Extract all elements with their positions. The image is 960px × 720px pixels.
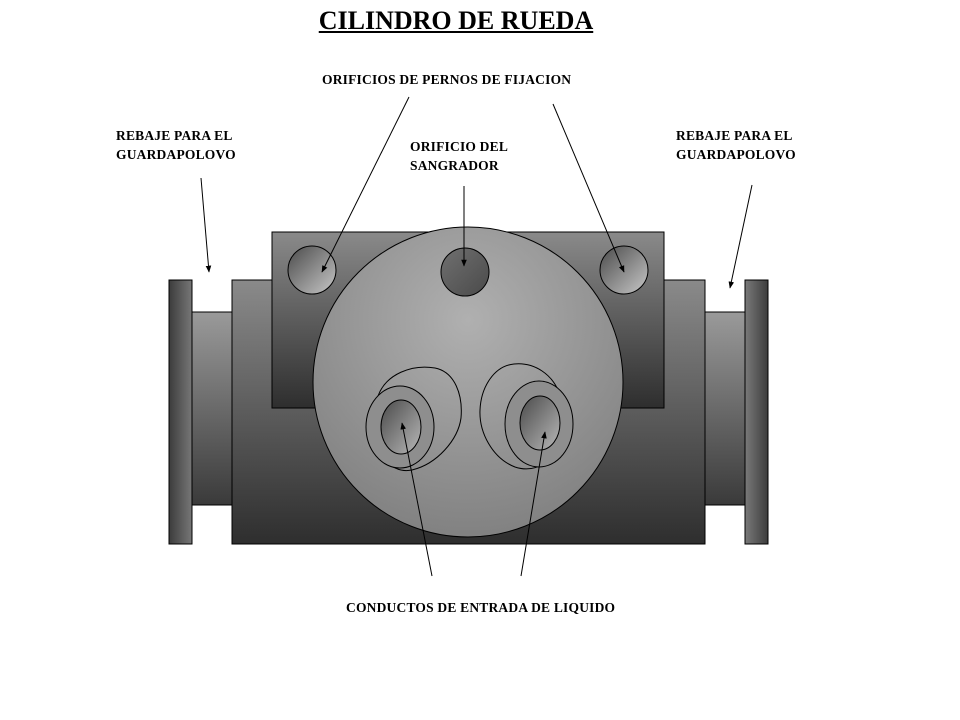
arrow-bolt-hole-left [321, 96, 410, 273]
inlet-port-right [519, 395, 561, 451]
label-bleeder: ORIFICIO DEL SANGRADOR [410, 137, 508, 175]
left-end-flange [168, 279, 193, 545]
label-boot-groove-right: REBAJE PARA EL GUARDAPOLOVO [676, 126, 796, 164]
label-boot-groove-right-line1: REBAJE PARA EL [676, 128, 793, 143]
label-boot-groove-left: REBAJE PARA EL GUARDAPOLOVO [116, 126, 236, 164]
arrow-inlet-port-left [400, 422, 433, 577]
label-inlet-ports: CONDUCTOS DE ENTRADA DE LIQUIDO [346, 600, 616, 615]
arrow-bolt-hole-right [552, 103, 625, 273]
arrow-boot-groove-right [728, 184, 753, 289]
bolt-hole-left [287, 245, 337, 295]
label-bleeder-line1: ORIFICIO DEL [410, 139, 509, 154]
label-boot-groove-left-line1: REBAJE PARA EL [116, 128, 233, 143]
label-bolt-holes: ORIFICIOS DE PERNOS DE FIJACION [322, 72, 572, 87]
inlet-port-left [380, 399, 422, 455]
label-boot-groove-right-line2: GUARDAPOLOVO [676, 147, 796, 162]
bleeder-hole [440, 247, 490, 297]
right-end-flange [744, 279, 769, 545]
label-boot-groove-left-line2: GUARDAPOLOVO [116, 147, 236, 162]
arrow-boot-groove-left [200, 177, 212, 273]
arrow-inlet-port-right [520, 431, 547, 577]
diagram-title: CILINDRO DE RUEDA [318, 6, 594, 35]
label-bleeder-line2: SANGRADOR [410, 158, 499, 173]
bolt-hole-right [599, 245, 649, 295]
left-boot-groove [191, 311, 233, 506]
right-boot-groove [704, 311, 746, 506]
